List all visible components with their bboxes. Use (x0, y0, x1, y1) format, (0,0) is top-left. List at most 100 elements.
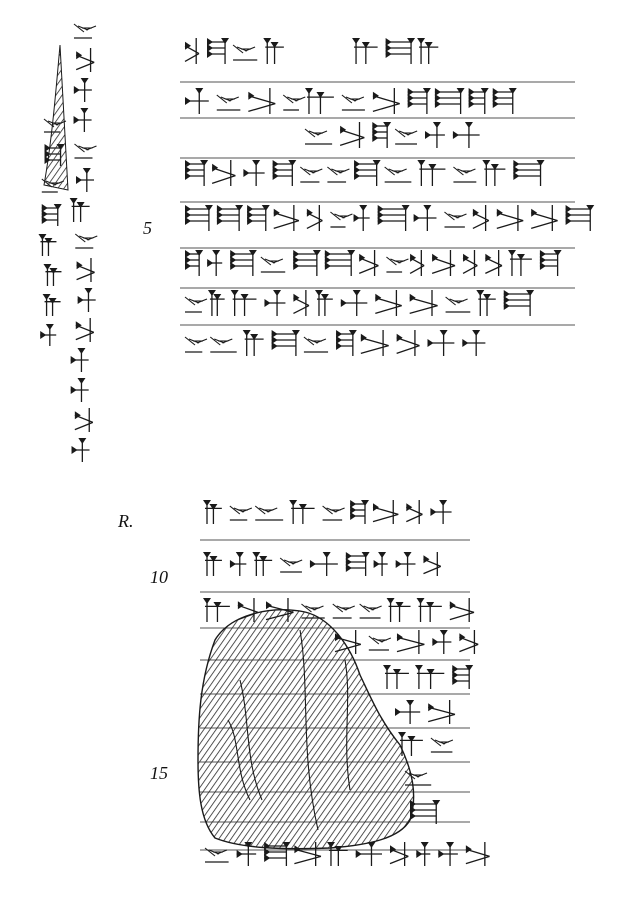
cuneiform-sign (459, 630, 479, 654)
cuneiform-sign (355, 842, 382, 866)
cuneiform-sign (304, 88, 334, 114)
cuneiform-sign (410, 800, 441, 824)
cuneiform-sign (449, 598, 475, 622)
cuneiform-sign (309, 552, 338, 576)
cuneiform-sign (306, 205, 323, 231)
cuneiform-sign (434, 88, 465, 114)
cuneiform-sign (389, 842, 409, 866)
cuneiform-sign (462, 330, 486, 356)
cuneiform-sign (185, 160, 209, 186)
cuneiform-sign (395, 700, 421, 724)
obverse-sign-rows (184, 38, 595, 356)
cuneiform-sign (413, 205, 437, 231)
cuneiform-sign (507, 250, 532, 276)
cuneiform-sign (352, 38, 378, 64)
line-number-5: 5 (143, 218, 152, 238)
cuneiform-sign (354, 160, 381, 186)
cuneiform-sign (565, 205, 595, 231)
cuneiform-sign (185, 88, 209, 114)
cuneiform-sign (359, 603, 382, 619)
cuneiform-sign (531, 205, 558, 231)
cuneiform-sign (385, 38, 416, 64)
cuneiform-sign (69, 198, 90, 222)
cuneiform-sign (304, 128, 333, 145)
cuneiform-sign (386, 598, 411, 622)
cuneiform-sign (75, 48, 95, 72)
cuneiform-sign (444, 211, 467, 228)
cuneiform-sign (340, 290, 368, 316)
cuneiform-sign (358, 250, 379, 276)
cuneiform-sign (229, 505, 253, 521)
cuneiform-sign (430, 500, 452, 524)
cuneiform-sign (207, 250, 223, 276)
cuneiform-sign (293, 290, 310, 316)
cuneiform-sign (289, 500, 315, 524)
cuneiform-sign (327, 166, 350, 183)
cuneiform-sign (185, 250, 204, 276)
cuneiform-sign (203, 598, 230, 622)
cuneiform-sign (211, 160, 236, 186)
cuneiform-sign (303, 336, 329, 353)
cuneiform-sign (229, 552, 247, 576)
cuneiform-sign (423, 552, 442, 576)
cuneiform-sign (71, 438, 90, 462)
cuneiform-sign (73, 78, 92, 102)
cuneiform-sign (503, 290, 535, 316)
cuneiform-sign (76, 258, 95, 282)
cuneiform-sign (339, 122, 365, 148)
cuneiform-sign (314, 290, 333, 316)
cuneiform-sign (293, 250, 321, 276)
cuneiform-sign (40, 324, 57, 346)
cuneiform-sign (38, 234, 57, 256)
cuneiform-sign (462, 250, 478, 276)
cuneiform-sign (42, 294, 61, 316)
cuneiform-sign (377, 205, 410, 231)
cuneiform-sign (299, 166, 323, 183)
cuneiform-sign (409, 250, 425, 276)
cuneiform-sign (294, 842, 322, 866)
cuneiform-sign (396, 630, 425, 654)
cuneiform-sign (254, 505, 284, 521)
cuneiform-sign (203, 500, 222, 524)
cuneiform-sign (260, 256, 286, 273)
cuneiform-sign (237, 598, 259, 622)
cuneiform-sign (265, 598, 294, 622)
cuneiform-sign (468, 88, 489, 114)
cuneiform-sign (416, 598, 442, 622)
cuneiform-sign (368, 635, 392, 651)
cuneiform-sign (242, 330, 264, 356)
cuneiform-sign (230, 290, 257, 316)
cuneiform-sign (74, 233, 98, 249)
cuneiform-sign (232, 44, 258, 61)
cuneiform-sign (417, 38, 439, 64)
cuneiform-sign (453, 166, 477, 183)
break-cracks (227, 629, 351, 831)
cuneiform-sign (414, 665, 445, 689)
cuneiform-sign (482, 160, 506, 186)
cuneiform-sign (398, 732, 423, 756)
cuneiform-sign (396, 330, 420, 356)
cuneiform-sign (279, 557, 303, 573)
cuneiform-sign (431, 250, 456, 276)
cuneiform-sign (394, 128, 418, 145)
reverse-sign-rows (203, 500, 490, 866)
cuneiform-sign (236, 842, 257, 866)
cuneiform-sign (75, 318, 95, 342)
cuneiform-sign (282, 94, 306, 111)
cuneiform-sign (73, 23, 97, 39)
line-number-10: 10 (150, 567, 168, 587)
cuneiform-sign (184, 336, 208, 353)
cuneiform-sign (216, 94, 241, 111)
cuneiform-sign (184, 296, 208, 313)
cuneiform-sign (207, 38, 230, 64)
cuneiform-sign (428, 700, 456, 724)
cuneiform-sign (360, 330, 389, 356)
cuneiform-sign (372, 88, 400, 114)
cuneiform-sign (70, 378, 89, 402)
cuneiform-sign (425, 122, 445, 148)
cuneiform-sign (185, 205, 213, 231)
cuneiform-sign (539, 250, 562, 276)
cuneiform-sign (417, 160, 446, 186)
cuneiform-sign (452, 122, 480, 148)
